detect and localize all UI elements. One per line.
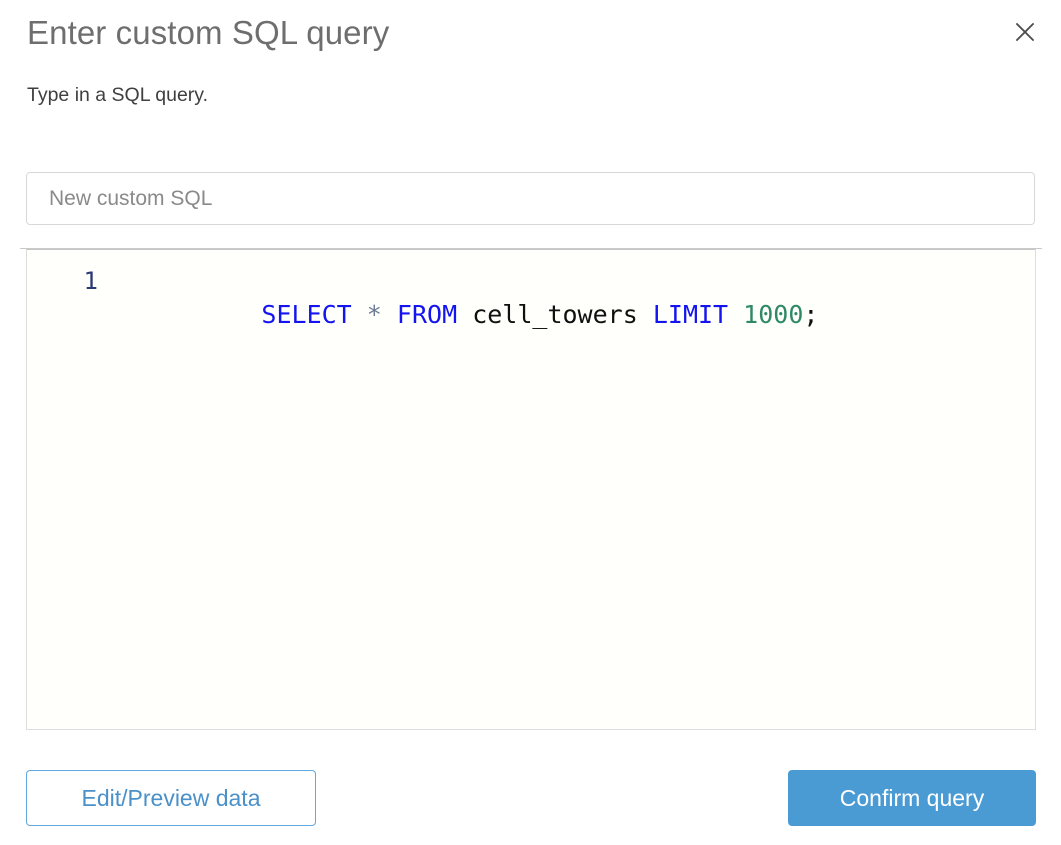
close-icon <box>1014 21 1036 43</box>
sql-token-select: SELECT <box>261 300 352 329</box>
editor-top-divider <box>20 248 1042 249</box>
sql-space <box>382 300 397 329</box>
confirm-query-button[interactable]: Confirm query <box>788 770 1036 826</box>
query-name-input[interactable] <box>26 172 1035 225</box>
sql-token-number: 1000 <box>743 300 804 329</box>
dialog-header: Enter custom SQL query <box>0 0 1061 72</box>
sql-space <box>352 300 367 329</box>
sql-space <box>638 300 653 329</box>
edit-preview-data-button[interactable]: Edit/Preview data <box>26 770 316 826</box>
sql-space <box>457 300 472 329</box>
sql-token-star: * <box>366 300 382 329</box>
sql-token-limit: LIMIT <box>652 300 729 329</box>
dialog-subtitle: Type in a SQL query. <box>27 84 209 106</box>
close-button[interactable] <box>1007 14 1043 50</box>
page-title: Enter custom SQL query <box>27 14 390 51</box>
sql-token-from: FROM <box>396 300 458 329</box>
sql-token-semicolon: ; <box>803 300 819 329</box>
code-text: SELECT * FROM cell_towers LIMIT 1000; <box>141 264 818 366</box>
line-number-gutter: 1 <box>83 267 98 295</box>
sql-token-table: cell_towers <box>472 300 638 329</box>
code-line: 1 SELECT * FROM cell_towers LIMIT 1000; <box>27 264 1035 329</box>
sql-editor[interactable]: 1 SELECT * FROM cell_towers LIMIT 1000; <box>26 249 1036 730</box>
sql-space <box>728 300 743 329</box>
